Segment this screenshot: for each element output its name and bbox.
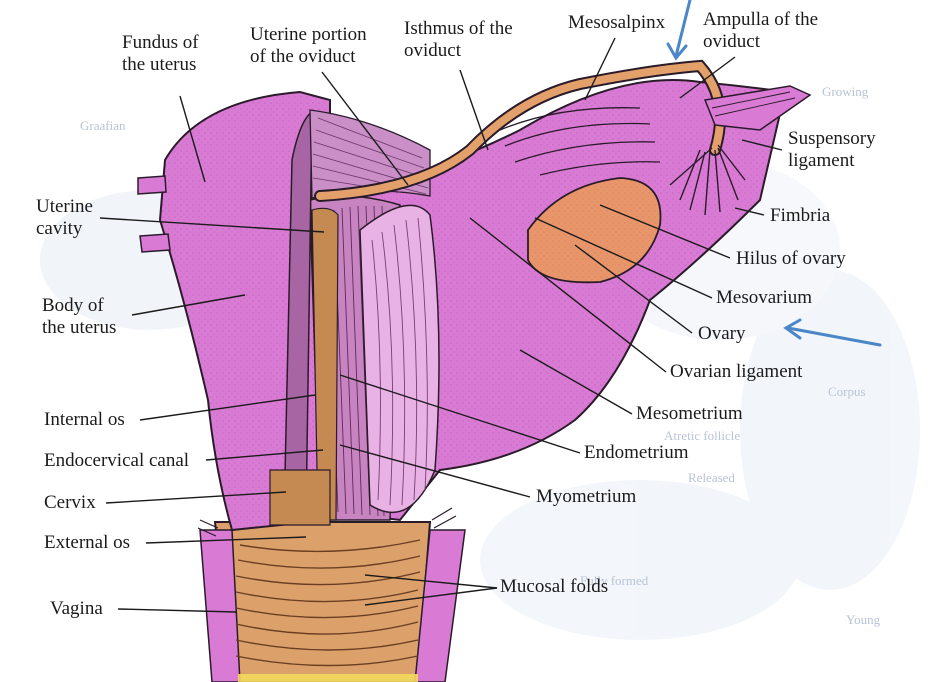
mucosal-fold-lines [235, 539, 421, 667]
arrow-right [786, 326, 882, 347]
label-external-os: External os [44, 532, 131, 553]
bg-text-graafian: Graafian [80, 118, 126, 133]
suspensory-ligament-shape [703, 85, 812, 131]
bg-text-young: Young [846, 612, 881, 627]
label-mesometrium: Mesometrium [636, 403, 743, 424]
label-ampulla: Ampulla of the oviduct [703, 9, 819, 52]
fimbriae [669, 144, 746, 216]
myometrium-section [309, 195, 440, 521]
oviduct-tube [314, 59, 726, 202]
label-isthmus: Isthmus of the oviduct [404, 18, 513, 61]
bg-text-released: Released [688, 470, 735, 485]
label-fundus: Fundus of the uterus [122, 32, 199, 75]
mesosalpinx-folds [499, 107, 661, 176]
label-uterine-cavity: Uterine cavity [36, 196, 93, 239]
bg-text-corpus: Corpus [828, 384, 866, 399]
label-body: Body of the uterus [42, 295, 117, 338]
label-cervix: Cervix [44, 492, 96, 513]
label-internal-os: Internal os [44, 409, 125, 430]
bg-text-fully-formed: Fully formed [580, 573, 649, 588]
label-mucosal-folds: Mucosal folds [500, 576, 609, 597]
ovary-shape [527, 177, 662, 284]
arrow-top [674, 0, 692, 58]
label-suspensory: Suspensory ligament [788, 128, 876, 171]
label-myometrium: Myometrium [536, 486, 637, 507]
vagina-shape [199, 521, 466, 682]
label-vagina: Vagina [50, 598, 103, 619]
label-fimbria: Fimbria [770, 205, 831, 226]
blue-arrows [666, 0, 882, 347]
label-uterine-portion: Uterine portion of the oviduct [250, 24, 367, 67]
label-mesosalpinx: Mesosalpinx [568, 12, 666, 33]
bg-text-atretic: Atretic follicle [664, 428, 741, 443]
leader-lines [99, 37, 783, 613]
label-ovary: Ovary [698, 323, 746, 344]
label-mesovarium: Mesovarium [716, 287, 813, 308]
label-hilus: Hilus of ovary [736, 248, 846, 269]
cervix-shape [197, 469, 457, 537]
label-endocervical: Endocervical canal [44, 450, 190, 471]
label-endometrium: Endometrium [584, 442, 689, 463]
label-ovarian-ligament: Ovarian ligament [670, 361, 803, 382]
bg-text-growing: Growing [822, 84, 869, 99]
